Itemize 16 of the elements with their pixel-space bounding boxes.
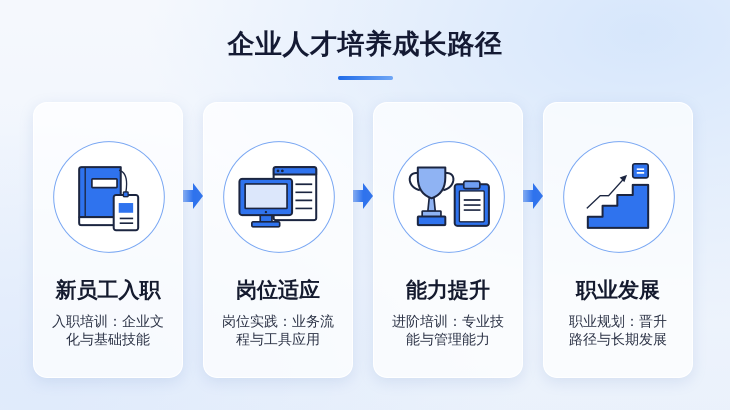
step-title: 能力提升 (406, 277, 490, 303)
step-card (543, 102, 693, 378)
step-description: 入职培训：企业文化与基础技能 (51, 313, 165, 349)
step-description: 岗位实践：业务流程与工具应用 (221, 313, 335, 349)
step-description: 进阶培训：专业技能与管理能力 (391, 313, 505, 349)
step-title: 岗位适应 (236, 277, 320, 303)
step-title: 新员工入职 (56, 277, 160, 303)
arrow (353, 183, 373, 209)
step-title: 职业发展 (576, 277, 660, 303)
arrow (523, 183, 543, 209)
step-card (33, 102, 183, 378)
step-card (203, 102, 353, 378)
step-card (373, 102, 523, 378)
step-description: 职业规划：晋升路径与长期发展 (568, 313, 668, 349)
diagram-title: 企业人才培养成长路径 (228, 29, 502, 61)
arrow (183, 183, 203, 209)
